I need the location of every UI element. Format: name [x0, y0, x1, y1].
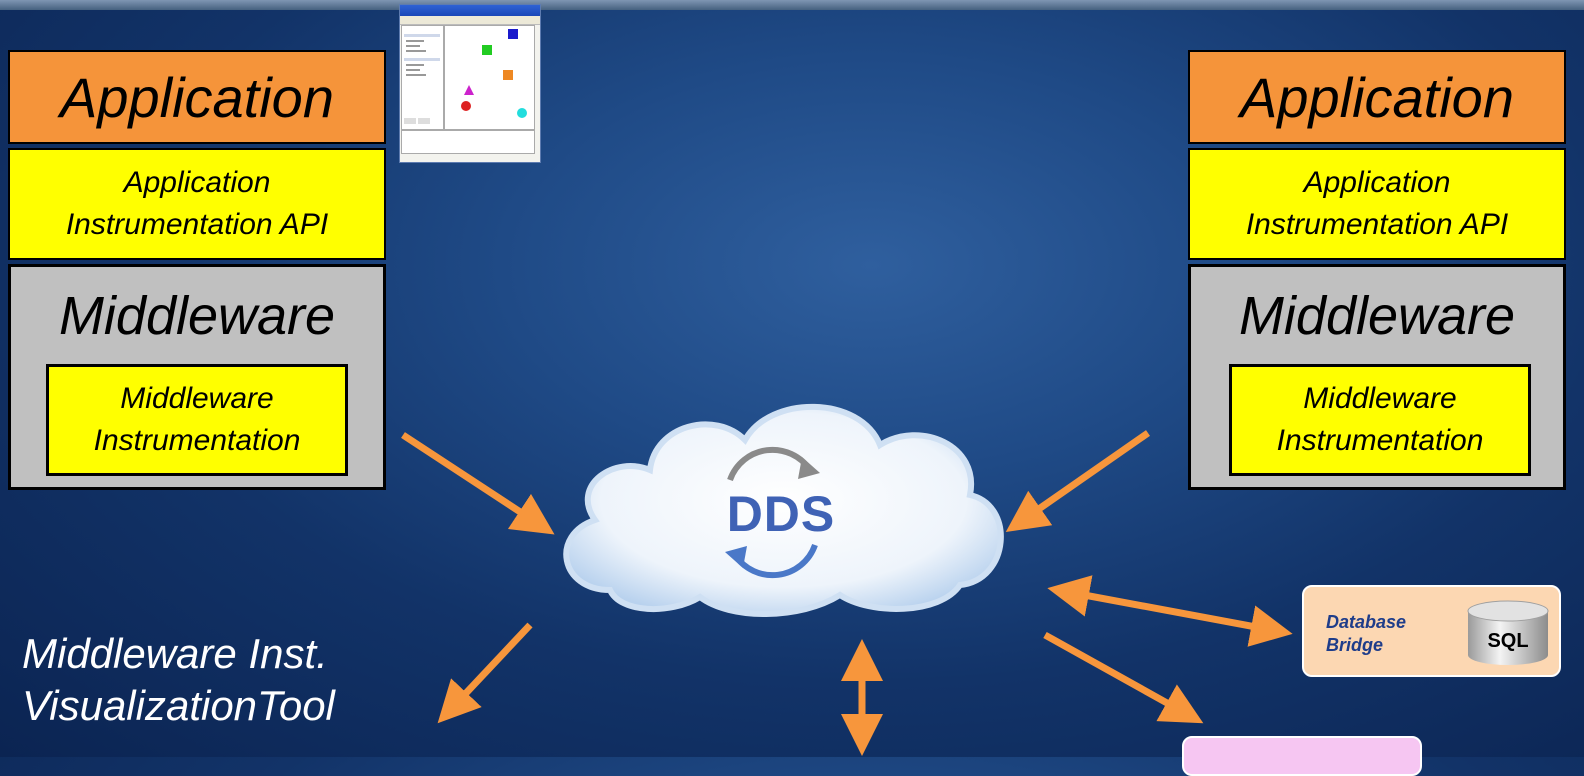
green-square	[482, 45, 492, 55]
viz-line2: VisualizationTool	[22, 682, 335, 729]
window-side-panel	[401, 25, 444, 130]
api-label-line1: Application	[123, 166, 271, 199]
side-panel-lines	[404, 34, 440, 124]
instrumentation-api-layer: Application Instrumentation API	[8, 148, 386, 260]
api-label-line2: Instrumentation API	[65, 208, 329, 241]
blue-square	[508, 29, 518, 39]
orange-square	[503, 70, 513, 80]
sync-arrowhead-top	[798, 457, 820, 479]
viz-line1: Middleware Inst.	[22, 630, 328, 677]
application-layer: Application	[1188, 50, 1566, 144]
window-titlebar	[400, 5, 540, 16]
db-label-line2: Bridge	[1326, 635, 1384, 655]
arrow-cloud-to-viz	[437, 622, 533, 724]
arrow-left-to-cloud	[401, 432, 555, 535]
sync-arrow-bottom	[732, 543, 818, 579]
arrows-layer	[401, 430, 1293, 756]
dds-logo-text: DDS	[726, 486, 836, 542]
middleware-title: Middleware	[58, 286, 336, 346]
arrow-right-to-cloud	[1005, 430, 1150, 532]
magenta-triangle	[464, 85, 474, 95]
application-layer: Application	[8, 50, 386, 144]
inst-label-line2: Instrumentation	[1276, 424, 1484, 457]
sync-arrowhead-bottom	[725, 546, 747, 568]
cylinder-shape	[1467, 600, 1549, 665]
arrow-cloud-to-pink-tool	[1043, 631, 1204, 724]
inst-label-line1: Middleware	[1303, 382, 1457, 415]
db-label-line1: Database	[1326, 612, 1407, 632]
database-bridge-box: Database Bridge SQL	[1302, 585, 1561, 677]
arrow-cloud-database-bidirectional	[1047, 575, 1293, 647]
sync-arrow-top	[727, 446, 813, 482]
inst-label-line2: Instrumentation	[93, 424, 301, 457]
shapes-demo-window-thumbnail	[399, 4, 541, 163]
inst-label-line1: Middleware	[120, 382, 274, 415]
window-canvas	[444, 25, 535, 130]
database-bridge-label: Database Bridge	[1326, 611, 1406, 657]
middleware-title: Middleware	[1238, 286, 1516, 346]
window-output-panel	[401, 130, 535, 154]
middleware-instrumentation-box: Middleware Instrumentation	[46, 364, 348, 476]
shapes-canvas	[461, 29, 527, 118]
instrumentation-api-layer: Application Instrumentation API	[1188, 148, 1566, 260]
api-label-line1: Application	[1303, 166, 1451, 199]
red-circle	[461, 101, 471, 111]
sql-database-icon: SQL	[1464, 599, 1552, 667]
middleware-layer: Middleware Middleware Instrumentation	[1188, 264, 1566, 490]
top-bar	[0, 0, 1584, 10]
cyan-circle	[517, 108, 527, 118]
middleware-layer: Middleware Middleware Instrumentation	[8, 264, 386, 490]
window-toolbar	[400, 16, 540, 25]
visualization-tool-label: Middleware Inst. VisualizationTool	[22, 628, 335, 732]
left-node-stack: Application Application Instrumentation …	[8, 50, 386, 490]
api-label-line2: Instrumentation API	[1245, 208, 1509, 241]
cloud-shape	[563, 403, 1004, 617]
middleware-instrumentation-box: Middleware Instrumentation	[1229, 364, 1531, 476]
right-node-stack: Application Application Instrumentation …	[1188, 50, 1566, 490]
sql-label: SQL	[1487, 630, 1529, 652]
dds-cloud: DDS	[540, 385, 1020, 625]
